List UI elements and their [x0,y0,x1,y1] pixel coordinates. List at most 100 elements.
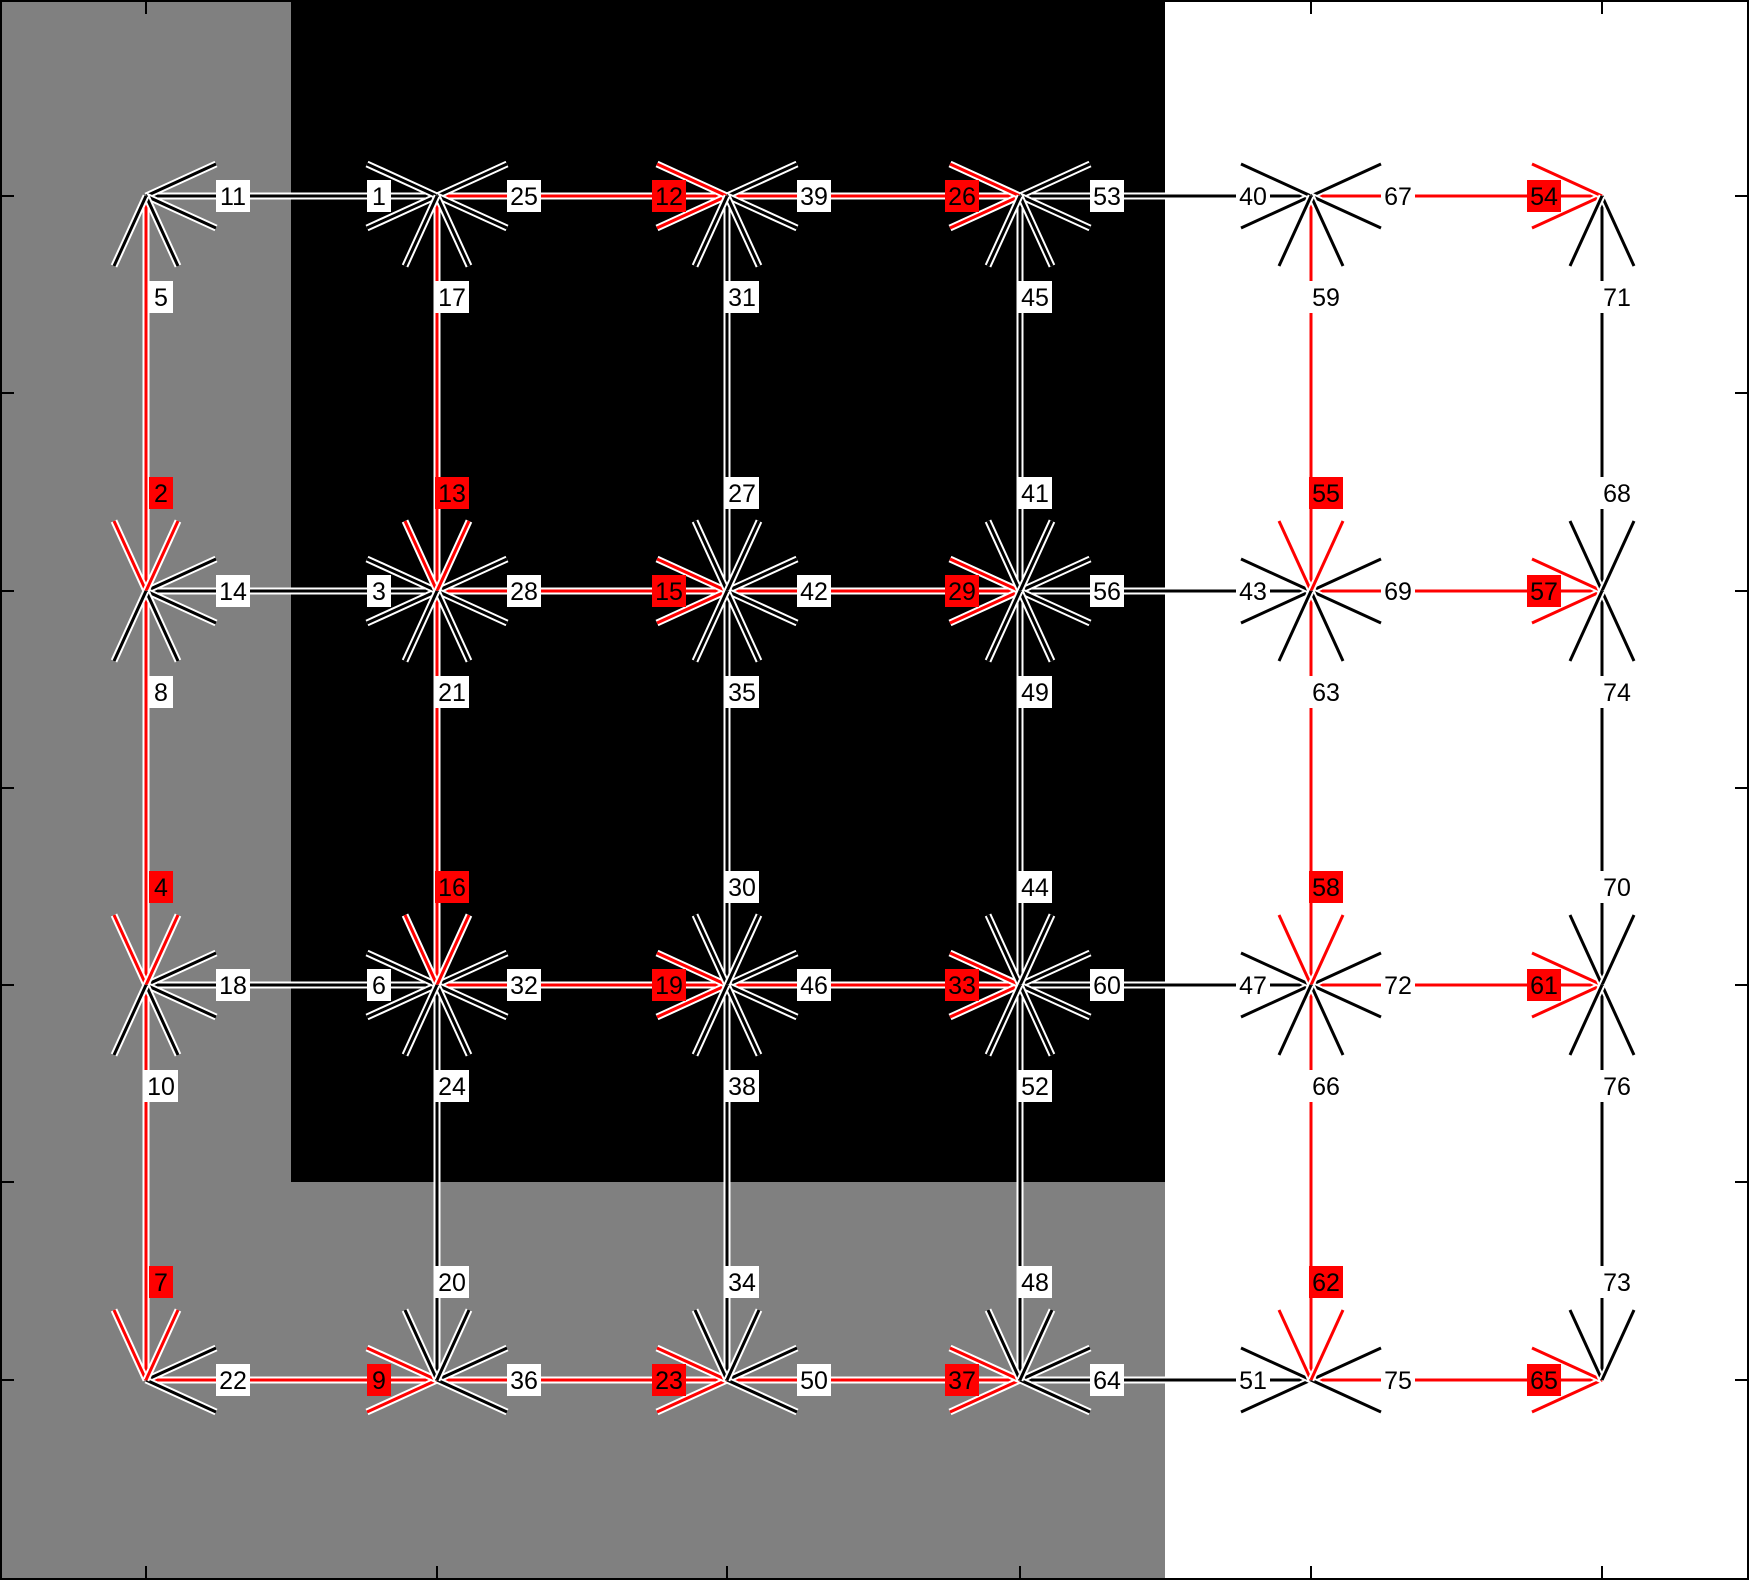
end-label-62: 62 [1312,1269,1340,1297]
edge-label-76-box [1600,1070,1634,1102]
end-label-4-box [149,871,173,903]
edge-56-from-head-1 [1019,589,1091,625]
edge-label-64: 64 [1093,1367,1121,1395]
edge-64-to-head-0 [1240,1378,1312,1414]
edge-46-to-head-0 [949,983,1021,1019]
edge-label-32: 32 [510,972,538,1000]
end-label-73-box [1600,1266,1634,1298]
end-label-68: 68 [1603,480,1631,508]
edge-label-53: 53 [1093,183,1121,211]
edge-69-to-head-1 [1531,557,1603,593]
end-label-9-box [367,1364,391,1396]
edge-label-67: 67 [1384,183,1412,211]
edge-label-39-box [797,180,831,212]
edge-label-76: 76 [1603,1073,1631,1101]
edge-38-from-head-1 [693,984,729,1056]
end-label-40: 40 [1239,183,1267,211]
edge-49-from-head-0 [1018,590,1054,662]
edge-label-10: 10 [147,1073,175,1101]
edge-label-69: 69 [1384,578,1412,606]
edge-label-46: 46 [800,972,828,1000]
end-label-57: 57 [1530,578,1558,606]
end-label-68-box [1600,477,1634,509]
edge-10-from-head-0 [144,984,180,1056]
end-label-34-box [725,1266,759,1298]
edge-75-to-head-1 [1531,1346,1603,1382]
end-label-40-box [1236,180,1270,212]
edge-71-from-head-1 [1568,195,1604,267]
edge-28-to-head-1 [656,557,728,593]
edge-5-to-head-0 [112,520,148,592]
edge-label-52: 52 [1021,1073,1049,1101]
edge-label-74-box [1600,676,1634,708]
edge-36-to-head-1 [656,1346,728,1382]
end-label-55-box [1309,477,1343,509]
edge-14-to-head-1 [366,557,438,593]
end-label-1: 1 [372,183,386,211]
edge-8-to-head-0 [112,914,148,986]
edge-11-to-head-1 [366,162,438,198]
edge-8-to-head-1 [144,914,180,986]
edge-49-to-head-1 [1018,914,1054,986]
edge-label-32-box [507,969,541,1001]
end-label-23: 23 [655,1367,683,1395]
edge-75-from-head-0 [1310,1346,1382,1382]
edge-label-36: 36 [510,1367,538,1395]
edge-21-to-head-1 [435,914,471,986]
edge-45-from-head-0 [1018,195,1054,267]
edge-39-to-head-1 [949,162,1021,198]
edge-74-to-head-1 [1600,914,1636,986]
edges-layer [110,160,1638,1416]
edge-label-42-box [797,575,831,607]
edge-52-to-head-1 [1018,1309,1054,1381]
edge-60-from-head-0 [1019,951,1091,987]
edge-label-45: 45 [1021,284,1049,312]
end-label-3: 3 [372,578,386,606]
edge-label-38: 38 [728,1073,756,1101]
edge-49-to-head-0 [986,914,1022,986]
edge-42-to-head-0 [949,589,1021,625]
end-label-16-box [435,871,469,903]
edge-24-to-head-0 [403,1309,439,1381]
edge-label-25: 25 [510,183,538,211]
edge-label-53-box [1090,180,1124,212]
end-label-41-box [1018,477,1052,509]
edge-42-from-head-1 [726,589,798,625]
end-label-73: 73 [1603,1269,1631,1297]
edge-42-from-head-0 [726,557,798,593]
end-label-44: 44 [1021,874,1049,902]
edge-36-from-head-0 [436,1346,508,1382]
end-label-43: 43 [1239,578,1267,606]
edge-17-from-head-0 [435,195,471,267]
edge-22-from-head-0 [145,1346,217,1382]
end-label-34: 34 [728,1269,756,1297]
end-label-41: 41 [1021,480,1049,508]
edge-label-49-box [1018,676,1052,708]
edge-31-to-head-1 [725,520,761,592]
edge-71-from-head-0 [1600,195,1636,267]
end-label-2: 2 [154,480,168,508]
edge-59-from-head-1 [1277,195,1313,267]
edge-label-31-box [725,281,759,313]
edge-66-to-head-0 [1277,1309,1313,1381]
edge-24-from-head-0 [435,984,471,1056]
edge-label-38-box [725,1070,759,1102]
edge-38-from-head-0 [725,984,761,1056]
edge-71-to-head-0 [1568,520,1604,592]
edge-label-14-box [216,575,250,607]
edge-35-from-head-0 [725,590,761,662]
edge-label-21-box [435,676,469,708]
edge-18-to-head-0 [366,983,438,1019]
edge-label-71: 71 [1603,284,1631,312]
end-label-13-box [435,477,469,509]
edge-label-8-box [149,676,173,708]
edge-64-to-head-1 [1240,1346,1312,1382]
edge-46-from-head-1 [726,983,798,1019]
edge-49-from-head-1 [986,590,1022,662]
edge-11-from-head-0 [145,162,217,198]
edge-label-8: 8 [154,679,168,707]
edge-label-24: 24 [438,1073,466,1101]
end-label-12: 12 [655,183,683,211]
edge-38-to-head-0 [693,1309,729,1381]
